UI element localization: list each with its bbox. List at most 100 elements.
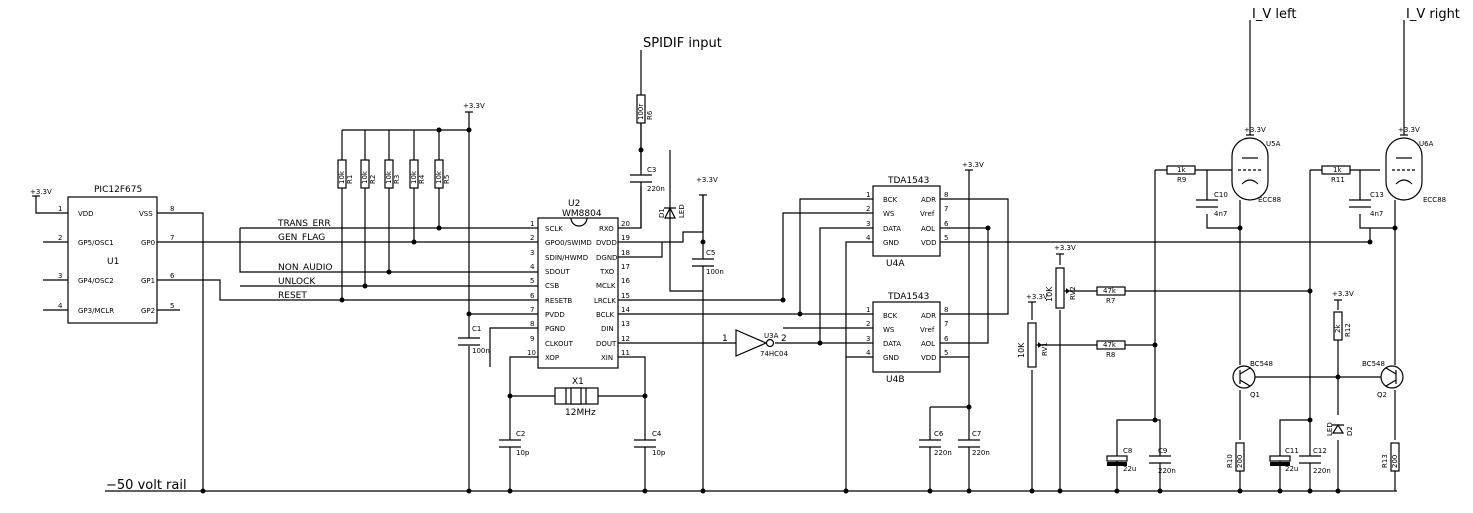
svg-text:TDA1543: TDA1543 — [887, 176, 929, 186]
svg-text:LED: LED — [678, 204, 686, 218]
capacitor-c11: C11 22u — [1269, 447, 1299, 473]
v33-flag-pullup: +3.3V — [463, 102, 485, 113]
svg-text:10k: 10k — [435, 170, 443, 184]
svg-text:R8: R8 — [1106, 351, 1115, 359]
svg-text:10K: 10K — [1017, 342, 1026, 358]
v33-flag-u2: +3.3V — [696, 176, 718, 196]
svg-text:R6: R6 — [646, 110, 654, 120]
svg-text:C5: C5 — [706, 249, 715, 257]
iv-left-label: I_V left — [1252, 7, 1296, 22]
svg-text:7: 7 — [170, 234, 174, 242]
svg-text:DATA: DATA — [883, 225, 901, 233]
svg-text:8: 8 — [530, 320, 534, 328]
svg-text:BCK: BCK — [883, 312, 898, 320]
svg-text:GP5/OSC1: GP5/OSC1 — [78, 239, 114, 247]
svg-text:BC548: BC548 — [1362, 360, 1385, 368]
crystal-x1: X1 12MHz — [554, 377, 599, 418]
svg-text:6: 6 — [944, 220, 949, 228]
svg-text:20: 20 — [621, 220, 630, 228]
svg-text:8: 8 — [944, 306, 948, 314]
svg-text:8: 8 — [170, 205, 174, 213]
svg-text:GP1: GP1 — [141, 277, 155, 285]
svg-text:18: 18 — [621, 249, 630, 257]
svg-text:ECC88: ECC88 — [1258, 196, 1281, 204]
svg-text:R3: R3 — [393, 175, 401, 184]
svg-text:4: 4 — [866, 349, 871, 357]
svg-text:1: 1 — [530, 220, 534, 228]
v33-flag-u1: +3.3V — [30, 188, 52, 197]
svg-text:220n: 220n — [972, 449, 990, 457]
svg-text:PIC12F675: PIC12F675 — [94, 185, 142, 195]
rail-label: −50 volt rail — [106, 478, 187, 493]
svg-text:C4: C4 — [652, 430, 662, 438]
svg-text:+3.3V: +3.3V — [30, 188, 52, 196]
power-flags: +3.3V +3.3V +3.3V +3.3V +3.3V +3.3V +3.3… — [30, 102, 1420, 303]
svg-text:C7: C7 — [972, 430, 981, 438]
svg-text:47k: 47k — [1103, 341, 1117, 349]
svg-text:7: 7 — [530, 306, 534, 314]
svg-text:C10: C10 — [1214, 191, 1228, 199]
svg-text:220n: 220n — [934, 449, 952, 457]
svg-text:SCLK: SCLK — [545, 225, 563, 233]
svg-text:TDA1543: TDA1543 — [887, 292, 929, 302]
svg-text:4: 4 — [58, 302, 63, 310]
svg-text:U6A: U6A — [1419, 140, 1434, 148]
net-reset: RESET — [278, 291, 307, 301]
svg-text:VDD: VDD — [921, 239, 937, 247]
resistor-r10: R10 200 — [1226, 442, 1245, 472]
svg-text:XIN: XIN — [601, 354, 613, 362]
net-non-audio: NON_AUDIO — [278, 263, 332, 273]
u2-chip: U2 WM8804 SCLK GPO0/SWIMD SDIN/HWMD SDOU… — [527, 199, 630, 369]
svg-text:+3.3V: +3.3V — [1332, 290, 1354, 298]
capacitor-c3: C3 220n — [630, 166, 665, 193]
inverter-u3a: U3A 74HC04 1 2 — [722, 329, 789, 358]
svg-text:VDD: VDD — [921, 354, 937, 362]
svg-text:Q1: Q1 — [1250, 391, 1260, 399]
svg-text:BCLK: BCLK — [596, 311, 614, 319]
pot-rv1: 10K RV1 — [1017, 322, 1049, 368]
svg-text:ECC88: ECC88 — [1423, 196, 1446, 204]
svg-text:R2: R2 — [369, 175, 377, 184]
svg-text:R11: R11 — [1331, 176, 1345, 184]
svg-text:DOUT: DOUT — [596, 340, 617, 348]
svg-text:7: 7 — [944, 320, 948, 328]
svg-text:2k: 2k — [1334, 324, 1342, 333]
svg-text:R5: R5 — [443, 175, 451, 184]
pot-rv2: 10K RV2 — [1045, 267, 1077, 309]
svg-text:1: 1 — [866, 191, 870, 199]
svg-text:22u: 22u — [1285, 465, 1298, 473]
svg-text:12MHz: 12MHz — [565, 408, 596, 418]
v33-flag-u4: +3.3V — [962, 161, 984, 171]
svg-text:19: 19 — [621, 234, 630, 242]
tube-u6a: U6A ECC88 — [1385, 137, 1446, 204]
svg-text:GP0: GP0 — [141, 239, 155, 247]
svg-text:RV2: RV2 — [1069, 286, 1077, 300]
resistor-r4: 10k R4 — [409, 159, 426, 189]
svg-text:6: 6 — [944, 335, 949, 343]
svg-text:C1: C1 — [472, 325, 481, 333]
iv-right-label: I_V right — [1406, 7, 1460, 22]
svg-text:U3A: U3A — [764, 332, 779, 340]
svg-text:2: 2 — [866, 320, 870, 328]
svg-text:SDIN/HWMD: SDIN/HWMD — [545, 254, 588, 262]
svg-text:5: 5 — [170, 302, 174, 310]
svg-text:PGND: PGND — [545, 325, 565, 333]
resistor-r8: 47k R8 — [1096, 340, 1126, 359]
svg-text:3: 3 — [866, 220, 870, 228]
svg-text:U1: U1 — [107, 257, 119, 267]
svg-text:RXO: RXO — [599, 225, 614, 233]
v33-flag-rv1: +3.3V — [1026, 293, 1048, 303]
svg-text:1: 1 — [58, 205, 62, 213]
svg-text:13: 13 — [621, 320, 630, 328]
u4a-chip: TDA1543 U4A BCK WS DATA GND 1 2 3 4 ADR … — [866, 176, 949, 269]
svg-text:10K: 10K — [1045, 286, 1054, 302]
svg-text:200: 200 — [1391, 455, 1399, 468]
svg-text:+3.3V: +3.3V — [463, 102, 485, 110]
svg-text:U2: U2 — [568, 199, 580, 209]
svg-text:SDOUT: SDOUT — [545, 268, 570, 276]
v33-flag-u5: +3.3V — [1244, 126, 1266, 136]
svg-text:C9: C9 — [1158, 447, 1167, 455]
svg-text:+3.3V: +3.3V — [1244, 126, 1266, 134]
svg-text:ADR: ADR — [921, 312, 936, 320]
